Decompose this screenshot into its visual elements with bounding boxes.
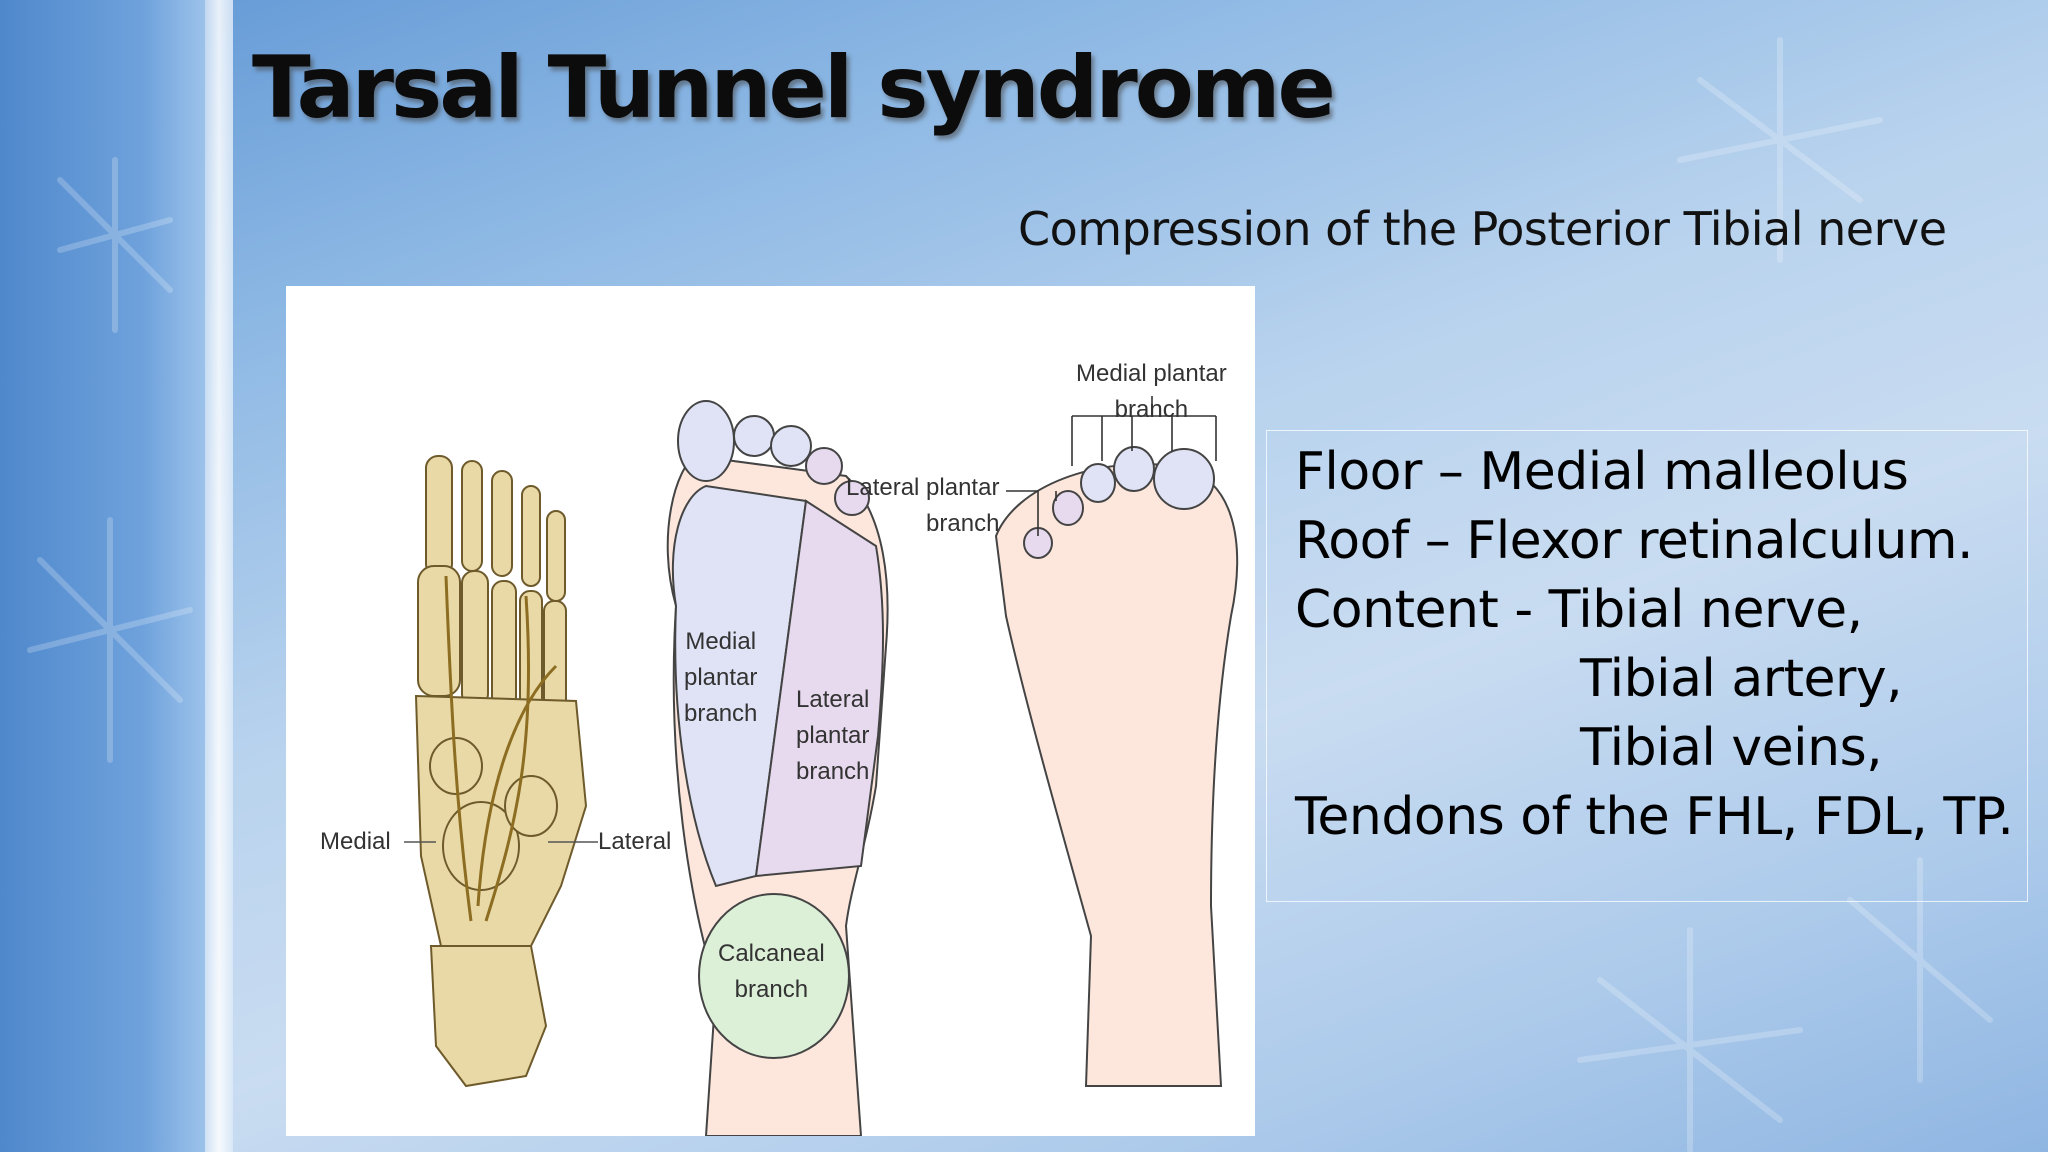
label-sole-medial-plantar-branch: Medial plantar branch	[684, 628, 758, 727]
background-left-band	[0, 0, 205, 1152]
foot-dorsal	[994, 446, 1239, 1087]
label-medial: Medial	[320, 828, 391, 855]
label-toes-medial-plantar-branch: Medial plantar branch	[1076, 360, 1227, 423]
label-sole-lateral-plantar-branch: Lateral plantar branch	[796, 686, 870, 785]
foot-sole	[666, 400, 889, 1136]
content-line-content: Content - Tibial nerve,	[1295, 580, 1863, 640]
content-line-roof: Roof – Flexor retinalculum.	[1295, 511, 1974, 571]
content-text-box	[1266, 430, 2028, 902]
background-light-strip	[205, 0, 233, 1152]
skeleton-nerves	[444, 575, 558, 922]
content-line-tibial-veins: Tibial veins,	[1580, 718, 1883, 778]
content-line-tendons: Tendons of the FHL, FDL, TP.	[1295, 787, 2014, 847]
content-line-floor: Floor – Medial malleolus	[1295, 442, 1909, 502]
slide-title: Tarsal Tunnel syndrome	[252, 38, 1336, 138]
label-calcaneal-branch: Calcaneal branch	[718, 940, 825, 1003]
content-line-tibial-artery: Tibial artery,	[1580, 649, 1903, 709]
label-toes-lateral-plantar-branch: Lateral plantar branch	[846, 474, 1000, 537]
foot-illustration	[404, 396, 1239, 1136]
label-lateral: Lateral	[598, 828, 672, 855]
slide-subtitle: Compression of the Posterior Tibial nerv…	[1018, 202, 1947, 256]
foot-nerve-figure: Medial Lateral Medial plantar branch Lat…	[286, 286, 1255, 1136]
